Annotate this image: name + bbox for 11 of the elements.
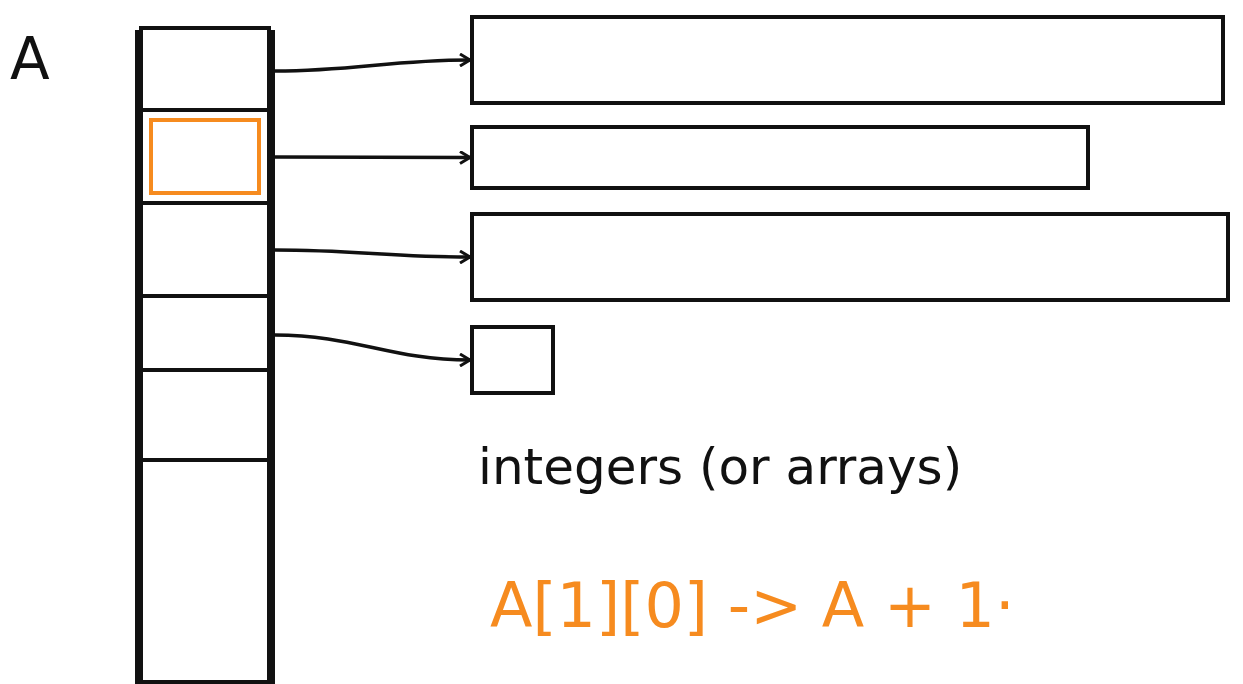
row-box: [470, 212, 1230, 302]
arrow: [275, 150, 472, 165]
row-box: [470, 15, 1225, 105]
array-name: A: [10, 30, 50, 88]
arrow: [274, 333, 472, 368]
expression-text: A[1][0] -> A + 1·: [490, 572, 1015, 641]
row-box: [470, 125, 1090, 190]
row-box: [470, 325, 555, 395]
arrow: [275, 248, 472, 265]
caption-text: integers (or arrays): [478, 440, 963, 495]
arrow: [275, 52, 472, 73]
